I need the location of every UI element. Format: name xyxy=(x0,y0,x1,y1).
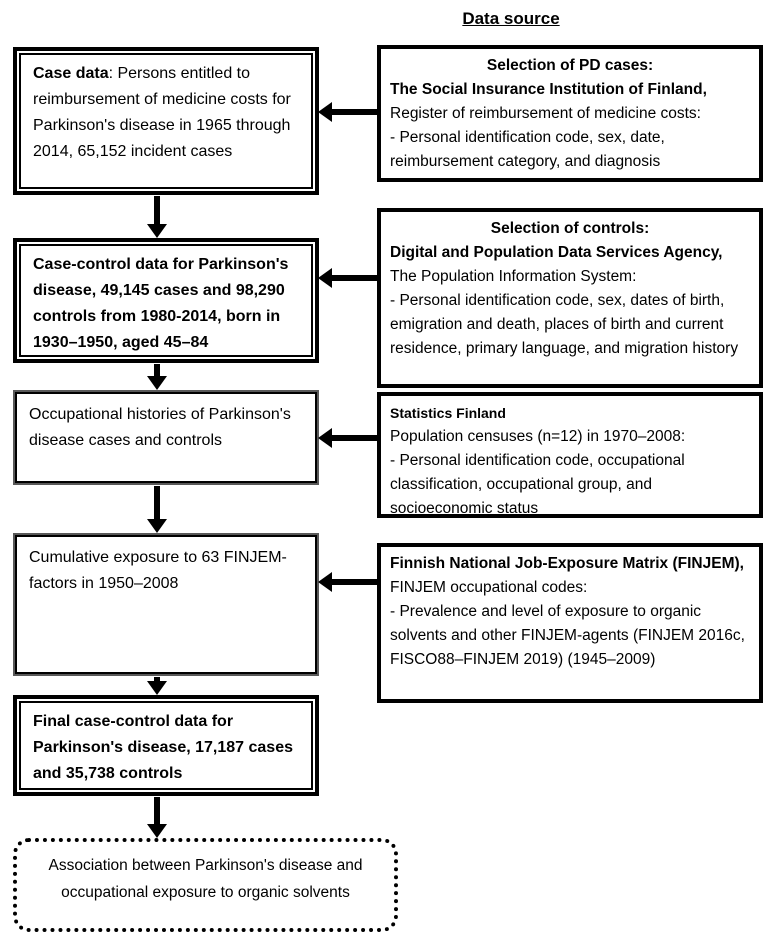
arrow-head xyxy=(318,102,332,122)
arrow-left-icon-2 xyxy=(318,268,377,288)
box-occupational-histories-text: Occupational histories of Parkinson's di… xyxy=(29,406,291,449)
source-controls-register: The Population Information System: xyxy=(390,268,637,285)
box-source-pd-cases: Selection of PD cases: The Social Insura… xyxy=(377,45,763,182)
page-title: Data source xyxy=(462,9,560,28)
box-case-control-data-inner: Case-control data for Parkinson's diseas… xyxy=(19,244,313,357)
arrow-shaft xyxy=(154,364,160,376)
arrow-head xyxy=(318,268,332,288)
box-source-statistics-finland: Statistics Finland Population censuses (… xyxy=(377,392,763,518)
box-occupational-histories: Occupational histories of Parkinson's di… xyxy=(13,390,319,485)
source-finjem-detail: - Prevalence and level of exposure to or… xyxy=(390,603,745,668)
arrow-head xyxy=(147,519,167,533)
box-cumulative-exposure-text: Cumulative exposure to 63 FINJEM-factors… xyxy=(29,549,287,592)
source-finjem-organization: Finnish National Job-Exposure Matrix (FI… xyxy=(390,555,744,572)
source-controls-organization: Digital and Population Data Services Age… xyxy=(390,244,723,261)
box-final-case-control-text: Final case-control data for Parkinson's … xyxy=(33,713,293,782)
box-final-case-control-inner: Final case-control data for Parkinson's … xyxy=(19,701,313,790)
arrow-shaft xyxy=(332,109,377,115)
source-controls-detail: - Personal identification code, sex, dat… xyxy=(390,292,739,357)
source-statistics-finland-organization: Statistics Finland xyxy=(390,405,506,421)
source-pd-cases-register: Register of reimbursement of medicine co… xyxy=(390,105,701,122)
arrow-head xyxy=(147,376,167,390)
box-outcome-association-text: Association between Parkinson's disease … xyxy=(48,857,363,901)
box-case-control-data-text: Case-control data for Parkinson's diseas… xyxy=(33,256,289,351)
source-statistics-finland-detail: - Personal identification code, occupati… xyxy=(390,452,685,517)
box-source-finjem: Finnish National Job-Exposure Matrix (FI… xyxy=(377,543,763,703)
arrow-head xyxy=(147,824,167,838)
source-statistics-finland-register: Population censuses (n=12) in 1970–2008: xyxy=(390,428,686,445)
box-case-data-body: : Persons entitled to reimbursement of m… xyxy=(33,65,291,160)
box-outcome-association: Association between Parkinson's disease … xyxy=(13,838,398,932)
box-source-controls: Selection of controls: Digital and Popul… xyxy=(377,208,763,388)
arrow-head xyxy=(147,681,167,695)
arrow-shaft xyxy=(154,486,160,519)
source-pd-cases-detail: - Personal identification code, sex, dat… xyxy=(390,129,665,170)
arrow-head xyxy=(318,428,332,448)
arrow-down-icon-2 xyxy=(147,364,167,390)
arrow-down-icon-3 xyxy=(147,486,167,533)
arrow-head xyxy=(318,572,332,592)
arrow-down-icon-1 xyxy=(147,196,167,238)
arrow-shaft xyxy=(154,677,160,681)
arrow-left-icon-1 xyxy=(318,102,377,122)
box-case-data-lead: Case data xyxy=(33,65,109,82)
box-case-data-inner: Case data: Persons entitled to reimburse… xyxy=(19,53,313,189)
arrow-shaft xyxy=(154,196,160,224)
box-case-data-text: Case data: Persons entitled to reimburse… xyxy=(33,61,299,165)
arrow-down-icon-4 xyxy=(147,677,167,695)
arrow-shaft xyxy=(332,579,377,585)
box-case-control-data: Case-control data for Parkinson's diseas… xyxy=(13,238,319,363)
arrow-left-icon-4 xyxy=(318,572,377,592)
arrow-left-icon-3 xyxy=(318,428,377,448)
arrow-shaft xyxy=(154,797,160,824)
box-cumulative-exposure: Cumulative exposure to 63 FINJEM-factors… xyxy=(13,533,319,676)
source-pd-cases-heading: Selection of PD cases: xyxy=(486,57,654,74)
arrow-shaft xyxy=(332,275,377,281)
box-final-case-control: Final case-control data for Parkinson's … xyxy=(13,695,319,796)
box-case-data: Case data: Persons entitled to reimburse… xyxy=(13,47,319,195)
source-pd-cases-organization: The Social Insurance Institution of Finl… xyxy=(390,81,707,98)
arrow-down-icon-5 xyxy=(147,797,167,838)
arrow-head xyxy=(147,224,167,238)
source-controls-heading: Selection of controls: xyxy=(490,220,650,237)
source-finjem-register: FINJEM occupational codes: xyxy=(390,579,588,596)
arrow-shaft xyxy=(332,435,377,441)
